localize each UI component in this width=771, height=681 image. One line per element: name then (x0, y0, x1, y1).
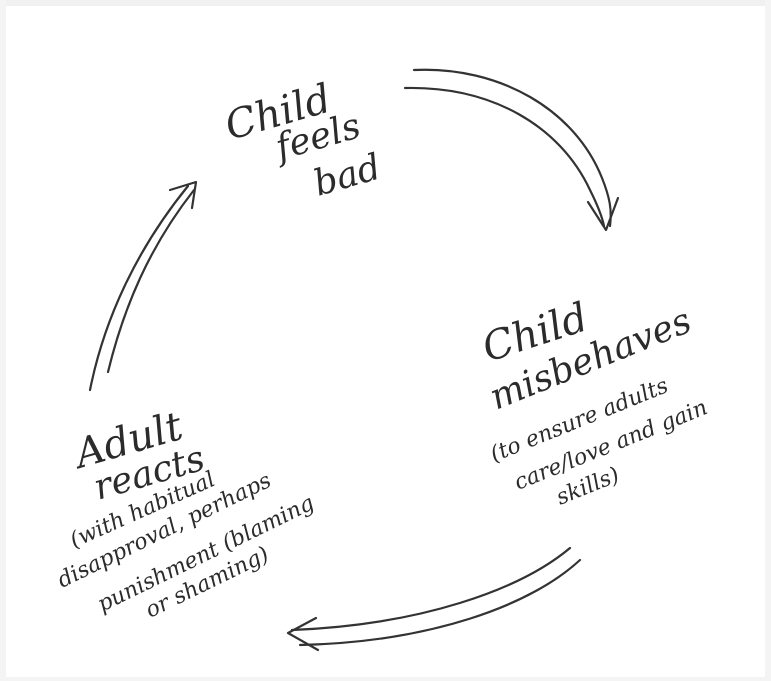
frame-edge-right (765, 0, 771, 681)
frame-edge-bottom (0, 677, 771, 681)
arrow-left-to-top (88, 180, 198, 392)
node-child-misbehaves: Child misbehaves (to ensure adults care/… (477, 295, 711, 511)
node-child-feels-bad: Child feels bad (220, 76, 385, 205)
arrow-right-to-left (286, 546, 582, 652)
arrow-top-to-right (403, 68, 620, 232)
frame-edge-top (0, 0, 771, 6)
frame-edge-left (0, 0, 6, 681)
node-adult-reacts: Adult reacts (with habitual disapproval,… (54, 403, 319, 623)
